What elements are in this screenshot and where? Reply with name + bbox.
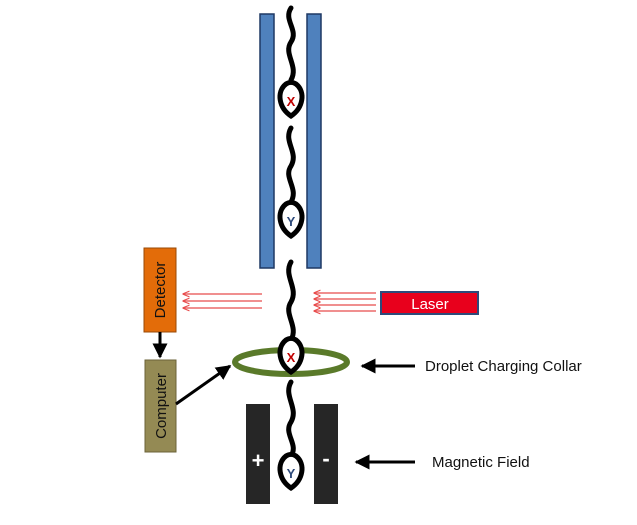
sperm-mark-y-middle: Y — [287, 214, 296, 229]
sperm-mark-x-top: X — [287, 94, 296, 109]
detector-box — [143, 247, 177, 333]
scattered-light-beams — [183, 294, 262, 308]
positive-sign: + — [252, 448, 265, 473]
sperm-cell-x-collar — [286, 259, 296, 343]
computer-label: Computer — [153, 373, 170, 439]
positive-plate — [246, 404, 270, 504]
flow-tube-right-wall — [306, 13, 322, 269]
laser-beams — [314, 293, 376, 311]
sperm-cell-y-bottom: Y — [277, 379, 305, 492]
sperm-mark-x-collar: X — [287, 350, 296, 365]
laser-box — [380, 291, 479, 315]
collar-label: Droplet Charging Collar — [425, 358, 582, 375]
laser-label: Laser — [411, 296, 449, 313]
negative-sign: - — [322, 446, 329, 471]
sperm-cell-y-middle: Y — [277, 125, 305, 240]
computer-box — [144, 359, 177, 453]
computer-to-collar-arrow — [175, 364, 232, 406]
magnetic-field-label: Magnetic Field — [432, 454, 530, 471]
sperm-mark-y-bottom: Y — [287, 466, 296, 481]
detector-label: Detector — [152, 262, 169, 319]
flow-tube-left-wall — [259, 13, 275, 269]
negative-plate — [314, 404, 338, 504]
sperm-cell-x-top: X — [277, 5, 305, 120]
